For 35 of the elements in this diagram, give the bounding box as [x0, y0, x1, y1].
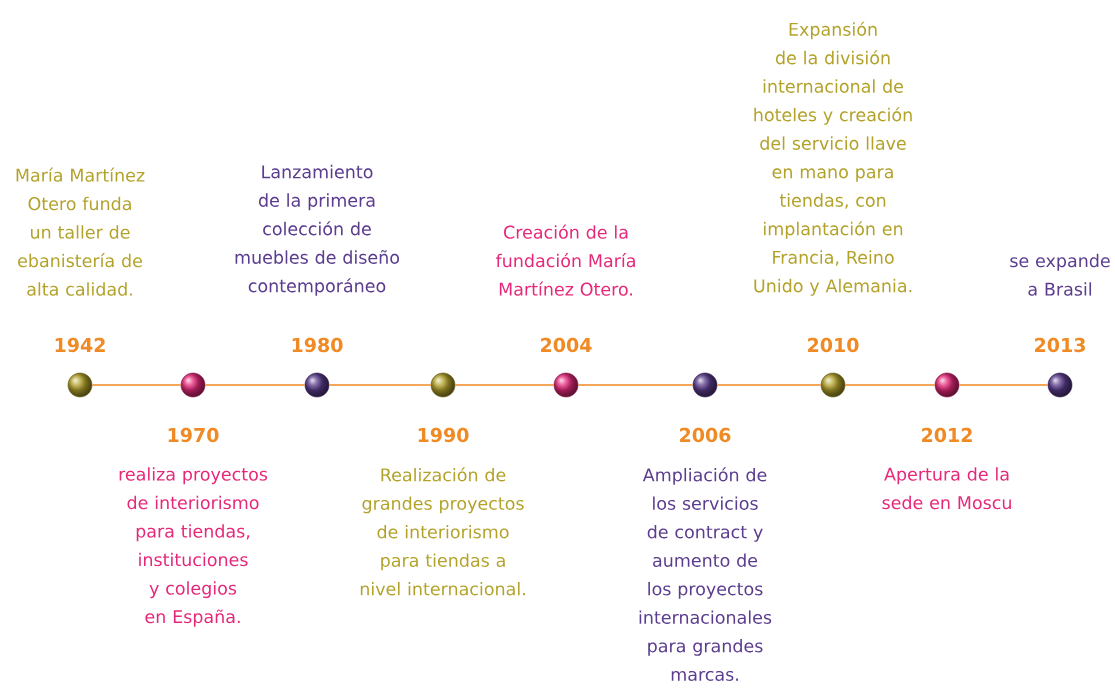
timeline-line: [204, 384, 306, 386]
timeline-line: [577, 384, 694, 386]
year-label: 2012: [922, 427, 972, 443]
year-label: 2004: [541, 337, 592, 353]
timeline-dot: [304, 372, 330, 398]
event-description: Ampliación de los servicios de contract y aumento de los proyectos internacionales para grandes marcas.: [639, 467, 772, 681]
event-description: Apertura de la sede en Moscu: [882, 467, 1011, 510]
year-label: 2010: [808, 337, 859, 353]
timeline-line: [91, 384, 182, 386]
timeline-line: [454, 384, 555, 386]
timeline-dot: [430, 372, 456, 398]
timeline-line: [716, 384, 822, 386]
year-label: 1942: [55, 337, 105, 353]
event-description: Lanzamiento de la primera colección de muebles de diseño contemporáneo: [235, 164, 400, 296]
event-description: Realización de grandes proyectos de interiorismo para tiendas a nivel internacional.: [360, 467, 525, 596]
timeline-dot: [67, 372, 93, 398]
timeline-line: [958, 384, 1049, 386]
timeline-dot: [820, 372, 846, 398]
year-label: 1980: [292, 337, 343, 353]
event-description: se expande a Brasil: [1010, 253, 1110, 296]
event-description: Expansión de la división internacional de hoteles y creación del servicio llave en mano para tiendas, con implantación en Francia, Reino Unido y Alemania.: [754, 21, 912, 296]
event-description: María Martínez Otero funda un taller de ebanistería de alta calidad.: [16, 167, 145, 296]
timeline-dot: [553, 372, 579, 398]
timeline-dot: [1047, 372, 1073, 398]
timeline-line: [844, 384, 936, 386]
year-label: 2013: [1035, 337, 1085, 353]
timeline-dot: [692, 372, 718, 398]
event-description: Creación de la fundación María Martínez Otero.: [495, 224, 635, 296]
timeline-dot: [934, 372, 960, 398]
year-label: 1990: [418, 427, 469, 443]
timeline-dot: [180, 372, 206, 398]
timeline-line: [328, 384, 432, 386]
year-label: 2006: [680, 427, 731, 443]
event-description: realiza proyectos de interiorismo para tiendas, instituciones y colegios en España.: [119, 467, 268, 627]
year-label: 1970: [168, 427, 219, 443]
